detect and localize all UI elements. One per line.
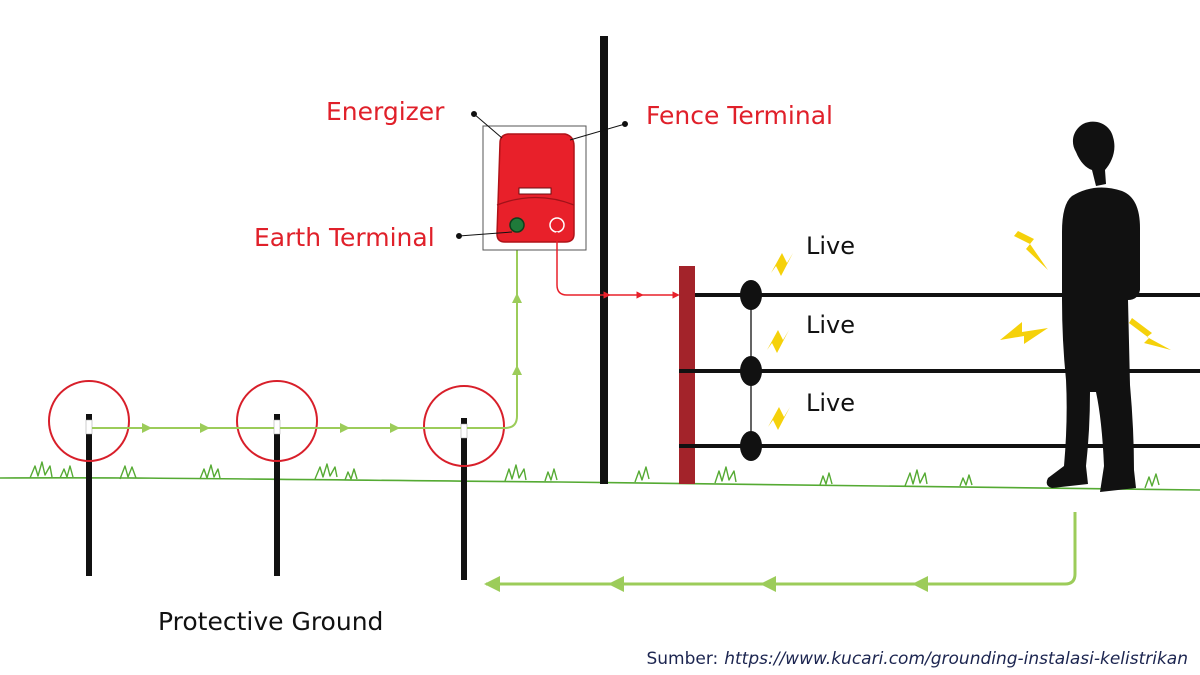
live-output-wire	[556, 232, 680, 299]
earth-terminal-knob	[509, 217, 525, 233]
fence-insulator-1	[740, 280, 762, 310]
earth-ground-wire	[92, 230, 522, 433]
fence-wire-top	[695, 293, 1200, 297]
label-live-middle: Live	[806, 311, 855, 339]
lightning-bolt-icon	[767, 253, 793, 430]
label-energizer: Energizer	[326, 97, 445, 126]
label-leaders	[456, 111, 628, 239]
ground-rod-3	[423, 385, 505, 580]
fence-insulator-2	[740, 356, 762, 386]
person-silhouette-icon	[1046, 121, 1140, 492]
fence-wire-middle	[679, 369, 1200, 373]
return-current-path	[486, 512, 1077, 586]
return-current-arrowheads	[484, 576, 928, 592]
label-live-bottom: Live	[806, 389, 855, 417]
fence-insulator-3	[740, 431, 762, 461]
fence-post	[679, 266, 695, 484]
label-fence-terminal: Fence Terminal	[646, 101, 833, 130]
fence	[679, 266, 1200, 484]
energizer-pole	[600, 36, 608, 484]
energizer-unit	[482, 125, 587, 251]
source-credit: Sumber: https://www.kucari.com/grounding-…	[646, 649, 1188, 669]
ground-grass	[0, 461, 1200, 491]
label-live-top: Live	[806, 232, 855, 260]
source-url[interactable]: https://www.kucari.com/grounding-instala…	[724, 649, 1188, 669]
fence-terminal-knob	[549, 217, 565, 233]
source-prefix: Sumber:	[646, 649, 718, 669]
lightning-bolt-icon	[1000, 231, 1171, 350]
label-protective-ground: Protective Ground	[158, 607, 383, 636]
label-earth-terminal: Earth Terminal	[254, 223, 435, 252]
fence-wire-bottom	[679, 444, 1200, 448]
